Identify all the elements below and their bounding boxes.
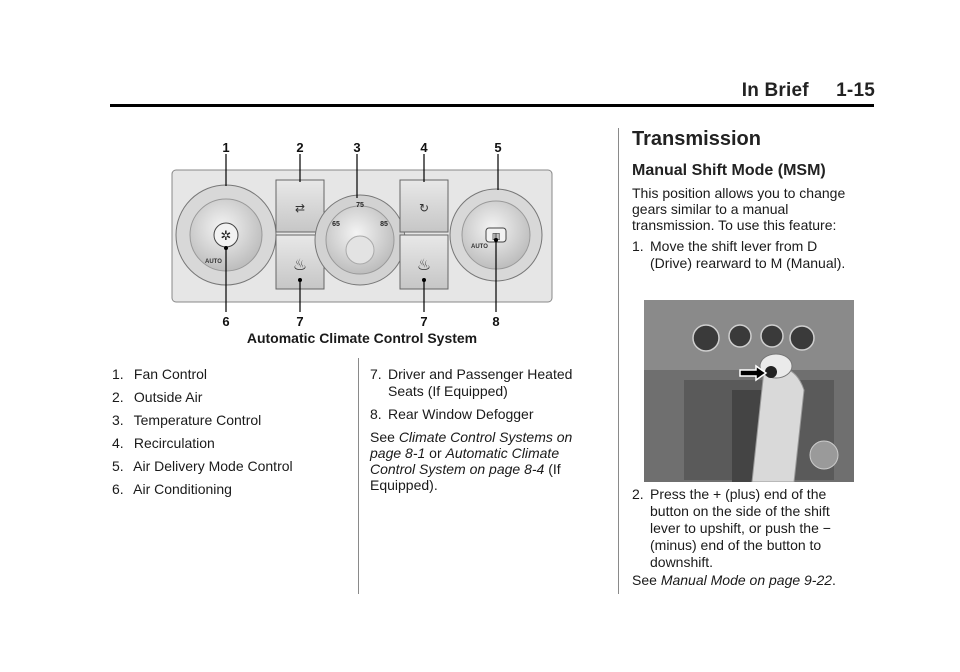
list-item-number: 8. — [370, 406, 382, 422]
list-item: 4. Recirculation — [112, 435, 347, 452]
page-header-title: In Brief 1-15 — [741, 80, 875, 101]
list-item-text: Fan Control — [133, 366, 208, 382]
list-item-number: 1. — [112, 366, 124, 382]
list-item-number: 3. — [112, 412, 124, 428]
step-list-2: 2. Press the + (plus) end of the button o… — [632, 486, 862, 577]
callout-5: 5 — [494, 140, 501, 155]
fan-icon: ✲ — [221, 229, 232, 244]
reference-link: Climate Control Systems on page 8-1 — [370, 429, 573, 461]
outside-air-icon: ⇄ — [295, 201, 305, 215]
figure-caption: Automatic Climate Control System — [246, 330, 478, 346]
list-item-number: 6. — [112, 481, 124, 497]
callout-7-left: 7 — [296, 314, 303, 329]
list-item: 8. Rear Window Defogger — [370, 406, 592, 423]
list-item-number: 4. — [112, 435, 124, 451]
temp-label-right: 85 — [380, 221, 388, 228]
step-list-1: 1. Move the shift lever from D (Drive) re… — [632, 238, 862, 278]
list-item: 7. Driver and Passenger Heated Seats (If … — [370, 366, 592, 400]
callout-8: 8 — [492, 314, 499, 329]
list-item-text: Outside Air — [133, 389, 203, 405]
list-item: 2. Press the + (plus) end of the button o… — [632, 486, 862, 571]
list-item: 3. Temperature Control — [112, 412, 347, 429]
see-prefix: See — [370, 429, 399, 445]
auto-label-left: AUTO — [205, 259, 222, 265]
section-heading: Transmission — [632, 128, 761, 150]
rear-defog-icon: ▥ — [492, 232, 501, 242]
see-prefix: See — [632, 572, 661, 588]
list-item-text: Driver and Passenger Heated Seats (If Eq… — [388, 366, 573, 399]
callout-2: 2 — [296, 140, 303, 155]
step-text: Press the + (plus) end of the button on … — [650, 486, 831, 570]
list-item: 1. Fan Control — [112, 366, 347, 383]
callout-6: 6 — [222, 314, 229, 329]
list-item-number: 7. — [370, 366, 382, 382]
heated-seat-icon-right: ♨ — [417, 255, 431, 274]
list-item: 5. Air Delivery Mode Control — [112, 458, 347, 475]
climate-control-figure: ✲ AUTO ⇄ ♨ 75 65 85 ↻ ♨ ▥ AUTO 1 2 — [171, 140, 553, 329]
list-item-text: Air Delivery Mode Control — [133, 458, 293, 474]
subsection-heading: Manual Shift Mode (MSM) — [632, 162, 826, 179]
list-item-text: Air Conditioning — [133, 481, 232, 497]
list-item: 2. Outside Air — [112, 389, 347, 406]
see-connector: or — [425, 445, 446, 461]
reference-link: Manual Mode on page 9-22 — [660, 572, 833, 588]
temp-label-left: 65 — [332, 221, 340, 228]
list-item: 6. Air Conditioning — [112, 481, 347, 498]
see-suffix: . — [832, 572, 836, 588]
temp-label-center: 75 — [356, 202, 364, 209]
list-item-number: 2. — [112, 389, 124, 405]
list-item-text: Temperature Control — [133, 412, 262, 428]
auto-label-right: AUTO — [471, 244, 488, 250]
header-rule — [110, 104, 874, 107]
callout-1: 1 — [222, 140, 229, 155]
reference-link: Automatic Climate Control System on page… — [370, 445, 560, 477]
left-callout-list: 1. Fan Control 2. Outside Air 3. Tempera… — [112, 366, 347, 504]
recirculation-icon: ↻ — [419, 201, 429, 215]
see-suffix: (If Equipped). — [370, 461, 561, 493]
step-number: 2. — [632, 486, 644, 502]
callout-7-right: 7 — [420, 314, 427, 329]
list-item-number: 5. — [112, 458, 124, 474]
step-number: 1. — [632, 238, 644, 254]
callout-4: 4 — [420, 140, 428, 155]
step-text: Move the shift lever from D (Drive) rear… — [650, 238, 846, 271]
column-divider-middle — [358, 358, 359, 594]
heated-seat-icon-left: ♨ — [293, 255, 307, 274]
column-divider-right — [618, 128, 619, 594]
list-item: 1. Move the shift lever from D (Drive) re… — [632, 238, 862, 272]
outside-air-button — [275, 179, 325, 233]
pointer-arrow-icon — [739, 364, 768, 382]
list-item-text: Recirculation — [133, 435, 215, 451]
list-item-text: Rear Window Defogger — [388, 406, 534, 422]
intro-paragraph: This position allows you to change gears… — [632, 185, 846, 233]
see-reference: See Climate Control Systems on page 8-1 … — [370, 429, 592, 493]
middle-callout-list: 7. Driver and Passenger Heated Seats (If … — [370, 366, 592, 493]
manual-mode-reference: See Manual Mode on page 9-22. — [632, 572, 862, 588]
shift-lever-photo — [644, 300, 854, 482]
callout-3: 3 — [353, 140, 360, 155]
